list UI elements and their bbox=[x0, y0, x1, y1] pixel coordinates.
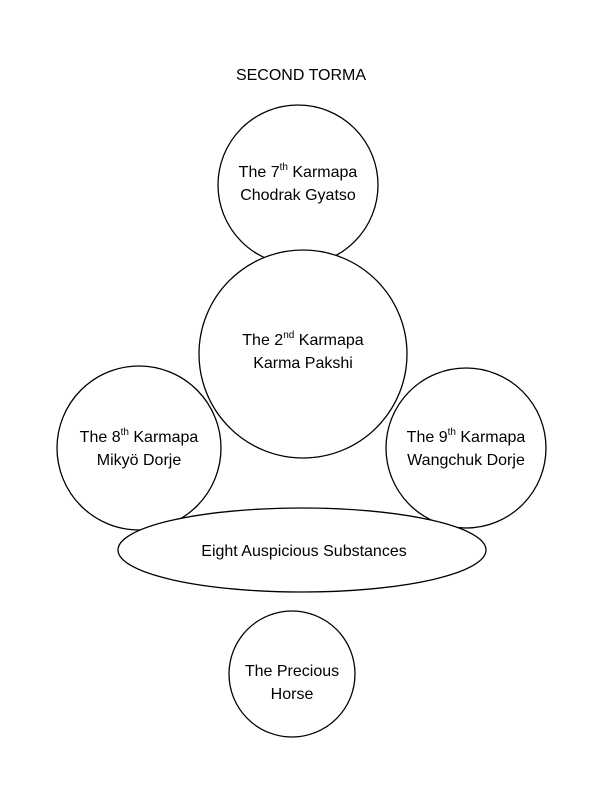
karmapa-9-line2: Wangchuk Dorje bbox=[407, 452, 525, 469]
karmapa-7-line2: Chodrak Gyatso bbox=[240, 187, 356, 204]
node-karmapa-9: The 9th Karmapa Wangchuk Dorje bbox=[385, 367, 547, 529]
diagram-title: SECOND TORMA bbox=[236, 67, 366, 84]
substances-label: Eight Auspicious Substances bbox=[201, 543, 406, 560]
node-eight-substances: Eight Auspicious Substances bbox=[117, 507, 487, 593]
karmapa-9-line1: The 9th Karmapa bbox=[407, 427, 526, 446]
substances-ellipse bbox=[117, 507, 487, 593]
horse-circle bbox=[228, 610, 356, 738]
karmapa-8-line2: Mikyö Dorje bbox=[97, 452, 182, 469]
horse-line2: Horse bbox=[271, 686, 314, 703]
karmapa-8-line1: The 8th Karmapa bbox=[80, 427, 199, 446]
node-karmapa-8: The 8th Karmapa Mikyö Dorje bbox=[56, 365, 222, 531]
karmapa-8-circle bbox=[56, 365, 222, 531]
horse-line1: The Precious bbox=[245, 663, 339, 680]
karmapa-2-line2: Karma Pakshi bbox=[253, 355, 353, 372]
karmapa-2-line1: The 2nd Karmapa bbox=[242, 330, 364, 349]
node-karmapa-7: The 7th Karmapa Chodrak Gyatso bbox=[217, 104, 379, 266]
karmapa-2-circle bbox=[198, 249, 408, 459]
karmapa-7-circle bbox=[217, 104, 379, 266]
karmapa-7-line1: The 7th Karmapa bbox=[239, 162, 358, 181]
node-precious-horse: The Precious Horse bbox=[228, 610, 356, 738]
node-karmapa-2: The 2nd Karmapa Karma Pakshi bbox=[198, 249, 408, 459]
karmapa-9-circle bbox=[385, 367, 547, 529]
